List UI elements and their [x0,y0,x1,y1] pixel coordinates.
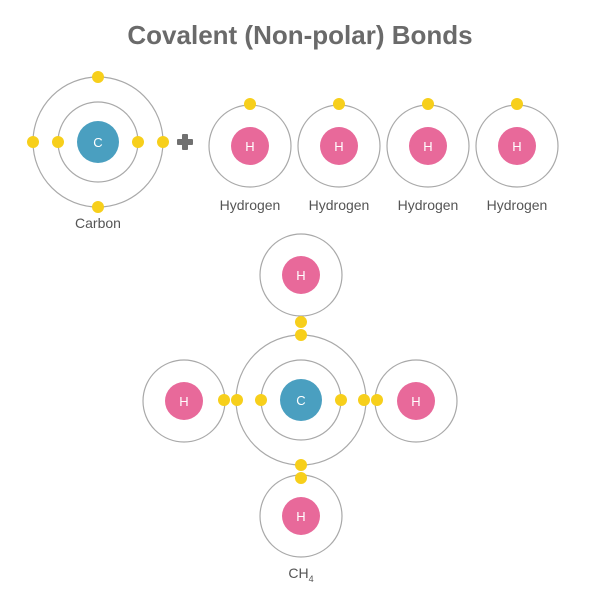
formula-subscript: 4 [309,574,314,584]
hydrogen-symbol: H [245,139,254,154]
hydrogen-nucleus [165,382,203,420]
hydrogen-nucleus [397,382,435,420]
hydrogen-label: Hydrogen [220,197,281,213]
hydrogen-nucleus [409,127,447,165]
hydrogen-symbol: H [296,509,305,524]
electron [52,136,64,148]
shared-electron [295,472,307,484]
hydrogen-nucleus [320,127,358,165]
electron [335,394,347,406]
shared-electron [358,394,370,406]
carbon-symbol: C [93,135,102,150]
hydrogen-atom: H [208,98,292,188]
shared-electron [295,329,307,341]
electron [244,98,256,110]
carbon-nucleus [280,379,322,421]
hydrogen-nucleus [282,256,320,294]
hydrogen-atom: H [386,98,470,188]
electron [255,394,267,406]
hydrogen-symbol: H [334,139,343,154]
shared-electron [295,459,307,471]
carbon-atom: C [27,71,169,213]
hydrogen-symbol: H [296,268,305,283]
electron [27,136,39,148]
hydrogen-nucleus [231,127,269,165]
electron [132,136,144,148]
hydrogen-symbol: H [423,139,432,154]
hydrogen-symbol: H [512,139,521,154]
electron [422,98,434,110]
hydrogen-nucleus [282,497,320,535]
molecule-formula: CH4 [288,565,313,584]
hydrogen-atom: H [297,98,381,188]
hydrogen-label: Hydrogen [487,197,548,213]
page-title: Covalent (Non-polar) Bonds [127,20,472,50]
hydrogen-symbol: H [411,394,420,409]
electron [511,98,523,110]
electron [92,201,104,213]
plus-icon [177,134,193,150]
carbon-symbol: C [296,393,305,408]
hydrogen-atom: H [475,98,559,188]
shared-electron [295,316,307,328]
electron [157,136,169,148]
hydrogen-label: Hydrogen [398,197,459,213]
shared-electron [231,394,243,406]
shared-electron [371,394,383,406]
carbon-nucleus [77,121,119,163]
methane-molecule: C H H H H [142,233,458,558]
shared-electron [218,394,230,406]
carbon-label: Carbon [75,215,121,231]
hydrogen-nucleus [498,127,536,165]
formula-main: CH [288,565,308,581]
electron [333,98,345,110]
electron [92,71,104,83]
hydrogen-symbol: H [179,394,188,409]
hydrogen-label: Hydrogen [309,197,370,213]
